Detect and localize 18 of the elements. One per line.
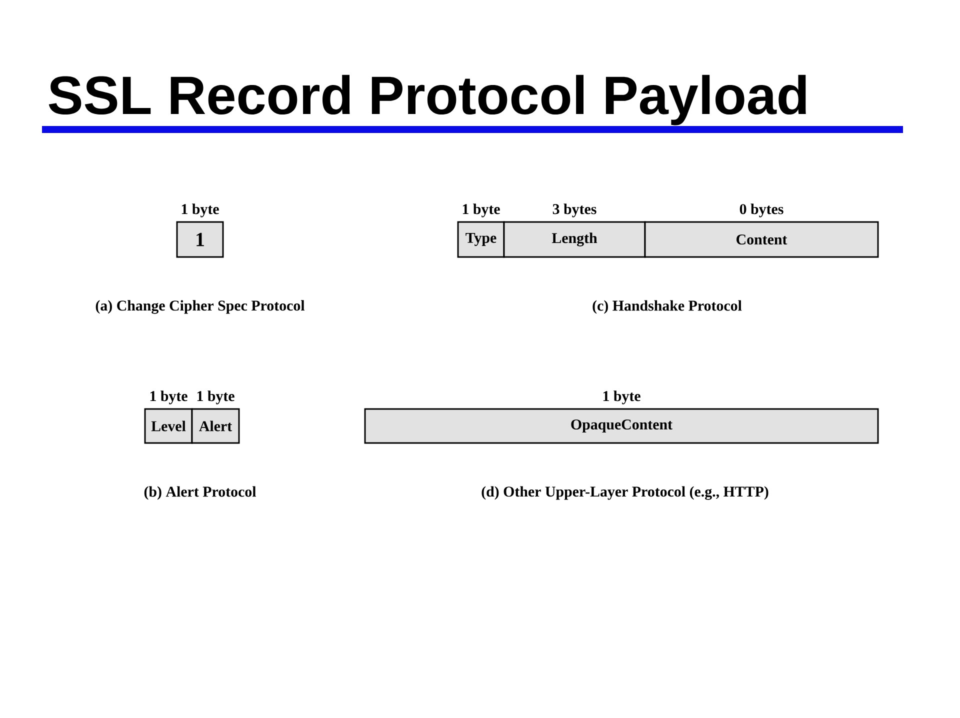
field-box: OpaqueContent xyxy=(364,408,879,444)
slide-title: SSL Record Protocol Payload xyxy=(48,74,806,126)
field-size-label: 1 byte xyxy=(150,390,188,404)
field-size-label: 1 byte xyxy=(182,204,219,218)
field-box: Level xyxy=(144,408,193,444)
field-box: Content xyxy=(644,221,879,258)
field-box: Alert xyxy=(191,408,240,444)
field-size-label: 1 byte xyxy=(197,390,234,404)
field-size-label: 1 byte xyxy=(603,390,640,404)
figure-caption: (c) Handshake Protocol xyxy=(592,300,742,314)
field-size-label: 3 bytes xyxy=(552,204,596,218)
field-size-label: 1 byte xyxy=(462,204,500,218)
figure-caption: (b) Alert Protocol xyxy=(144,486,256,500)
field-box: 1 xyxy=(176,221,224,258)
field-box: Type xyxy=(457,221,505,258)
figure-caption: (a) Change Cipher Spec Protocol xyxy=(96,300,305,314)
field-size-label: 0 bytes xyxy=(740,204,784,218)
figure-caption: (d) Other Upper-Layer Protocol (e.g., HTTP) xyxy=(482,486,768,500)
